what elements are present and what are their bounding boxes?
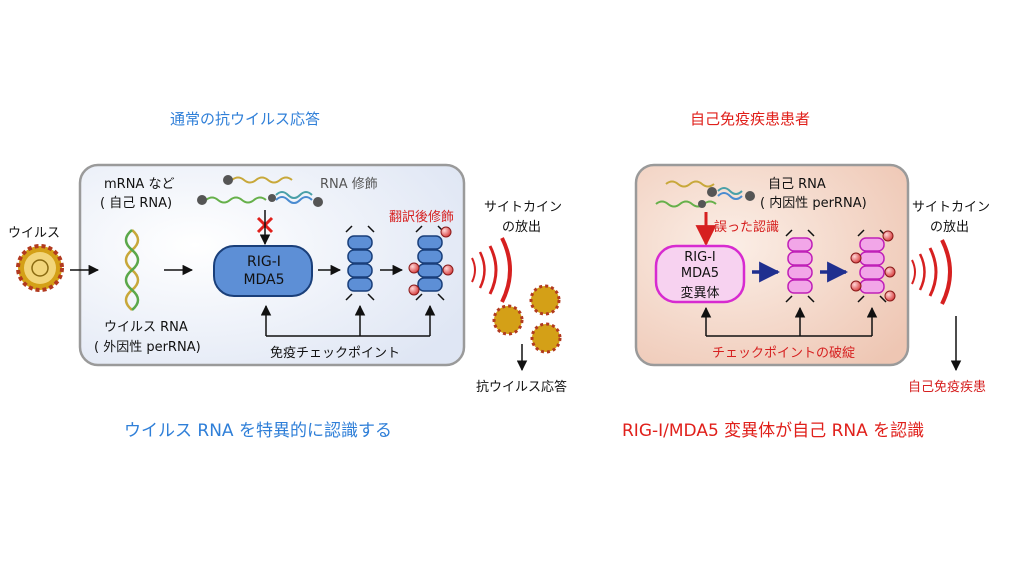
virus-label: ウイルス bbox=[8, 226, 61, 241]
cytokine-label-left-1: サイトカイン bbox=[484, 200, 563, 215]
cytokine-label-left-2: の放出 bbox=[502, 220, 542, 235]
cytokine-label-right-2: の放出 bbox=[930, 220, 970, 235]
left-title: 通常の抗ウイルス応答 bbox=[170, 110, 321, 128]
cytokine-wave-icon-right bbox=[911, 239, 952, 305]
mrna-label-1: mRNA など bbox=[104, 177, 175, 192]
sensor-mutant bbox=[654, 244, 746, 304]
checkpoint-feedback-right bbox=[700, 306, 878, 337]
self-rna-strands-right bbox=[655, 180, 755, 208]
mutant-filament-2-ptm bbox=[850, 229, 896, 303]
checkpoint-failure-label: チェックポイントの破綻 bbox=[712, 346, 856, 361]
misrecognition-label: 誤った認識 bbox=[714, 220, 780, 235]
autoimmune-disease-label: 自己免疫疾患 bbox=[908, 380, 987, 395]
self-rna-label-2: ( 内因性 perRNA) bbox=[760, 196, 867, 211]
checkpoint-label: 免疫チェックポイント bbox=[270, 346, 401, 361]
sensor-label-2: MDA5 bbox=[243, 272, 285, 288]
mutant-filament-1 bbox=[785, 229, 815, 303]
rna-modification-label: RNA 修飾 bbox=[320, 177, 378, 192]
viral-rna-helix bbox=[124, 229, 140, 311]
mutant-label-2: MDA5 bbox=[680, 266, 720, 281]
cytokine-label-right-1: サイトカイン bbox=[912, 200, 991, 215]
viral-rna-label-2: ( 外因性 perRNA) bbox=[94, 340, 201, 355]
mutant-label-1: RIG-I bbox=[684, 250, 716, 265]
mutant-label-3: 変異体 bbox=[680, 286, 720, 301]
viral-rna-label-1: ウイルス RNA bbox=[104, 320, 188, 335]
right-title: 自己免疫疾患患者 bbox=[690, 110, 811, 128]
left-bottom-caption: ウイルス RNA を特異的に認識する bbox=[124, 421, 392, 441]
virus-icon bbox=[16, 244, 64, 292]
sensor-rigi-mda5 bbox=[213, 245, 313, 297]
filament-2-ptm bbox=[408, 225, 454, 301]
self-rna-strands-left bbox=[197, 175, 323, 207]
cytokine-wave-icon-left bbox=[471, 237, 512, 303]
filament-1 bbox=[345, 225, 375, 301]
sensor-label-1: RIG-I bbox=[247, 254, 281, 270]
checkpoint-feedback-left bbox=[260, 304, 436, 337]
ptm-label: 翻訳後修飾 bbox=[389, 210, 455, 225]
right-bottom-caption: RIG-I/MDA5 変異体が自己 RNA を認識 bbox=[622, 421, 925, 441]
mrna-label-2: ( 自己 RNA) bbox=[100, 196, 173, 211]
antiviral-response-label: 抗ウイルス応答 bbox=[476, 380, 568, 395]
self-rna-label-1: 自己 RNA bbox=[768, 177, 826, 192]
released-virus-icons bbox=[492, 284, 562, 354]
